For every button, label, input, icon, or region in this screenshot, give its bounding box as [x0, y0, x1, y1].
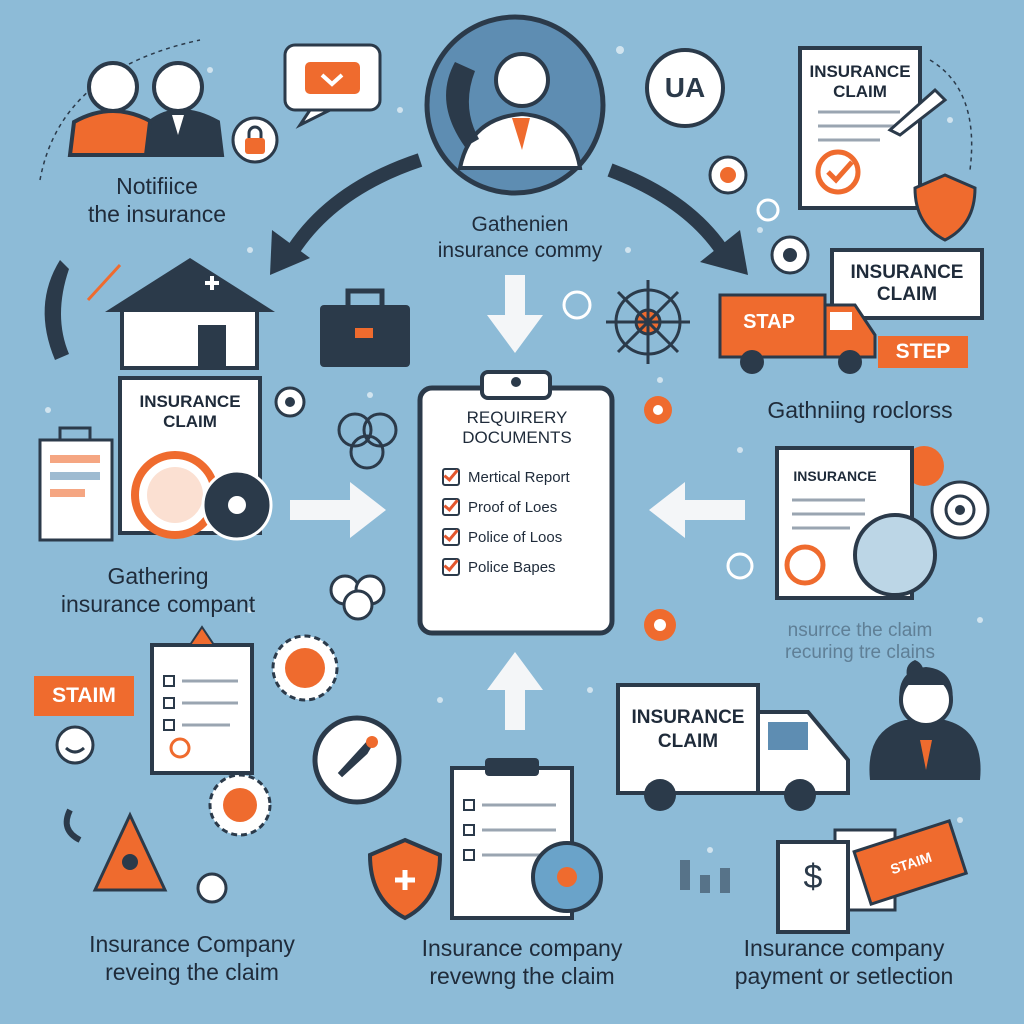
step-tag: STEP: [878, 336, 968, 368]
claim-card-left-line-1: INSURANCE: [139, 392, 241, 411]
step-gathering-left-line-2: insurance compant: [60, 591, 256, 617]
shield-plus-icon: [367, 837, 443, 921]
smiley-icon: [55, 725, 95, 765]
step-reviewing-center-line-1: Insurance company: [421, 935, 623, 961]
step-gathering-top-label: Gathenien insurance commy: [400, 212, 640, 264]
claim-card-right-mid-title: INSURANCE: [793, 468, 877, 484]
small-clock-icon: [562, 290, 592, 320]
gauge-icon: [312, 715, 402, 805]
step-gathering-left-label: Gathering insurance compant: [38, 562, 278, 618]
check-icon: [442, 528, 460, 546]
required-documents-list: Mertical Report Proof of Loes Police of …: [432, 462, 602, 582]
step-reviewing-center-line-2: revewng the claim: [429, 963, 615, 989]
house-icon: [105, 258, 275, 370]
claim-card-truck-line-2: CLAIM: [657, 731, 719, 752]
document-item: Mertical Report: [442, 462, 602, 492]
document-item-label: Mertical Report: [468, 468, 570, 486]
claim-card-right-line-2: CLAIM: [876, 284, 938, 305]
faded-caption-line-1: nsurrce the claim: [787, 620, 933, 641]
required-documents-title-line-1: REQUIRERY: [466, 408, 568, 427]
small-icons-left: [274, 386, 398, 621]
step-payment-line-1: Insurance company: [743, 935, 945, 961]
check-icon: [442, 498, 460, 516]
step-reviewing-left-line-2: reveing the claim: [105, 959, 279, 985]
step-gathering-top-line-2: insurance commy: [437, 239, 603, 262]
flow-arrow-top-left: [270, 153, 423, 275]
small-target-icon: [708, 155, 810, 275]
faded-caption: nsurrce the claim recuring tre clains: [740, 620, 980, 664]
claim-document-right: [775, 446, 937, 600]
people-icon: [67, 61, 225, 157]
step-notify-label: Notifiice the insurance: [62, 172, 252, 228]
briefcase-icon: [320, 288, 410, 367]
step-gathering-top-line-1: Gathenien: [471, 213, 569, 236]
check-icon: [442, 468, 460, 486]
claim-card-truck-title: INSURANCE CLAIM: [620, 706, 756, 754]
claim-card-right-line-1: INSURANCE: [850, 262, 964, 283]
document-item-label: Police Bapes: [468, 558, 556, 576]
dashed-connector: [929, 59, 973, 171]
document-item: Proof of Loes: [442, 492, 602, 522]
lock-badge-icon: [231, 116, 279, 164]
step-payment-line-2: payment or setlection: [734, 963, 954, 989]
delivery-truck-icon: [718, 293, 877, 374]
step-payment-label: Insurance company payment or setlection: [686, 934, 1002, 990]
claim-card-top-right-line-2: CLAIM: [833, 82, 887, 101]
document-item: Police of Loos: [442, 522, 602, 552]
stap-tag: STAP: [743, 311, 795, 333]
staim-tag: STAIM: [34, 676, 134, 716]
claim-document-left: [38, 376, 273, 542]
document-item-label: Police of Loos: [468, 528, 563, 546]
document-item-label: Proof of Loes: [468, 498, 558, 516]
wheel-icon: [606, 280, 690, 364]
required-documents-clipboard: [417, 370, 615, 636]
step-reviewing-left-label: Insurance Company reveing the claim: [42, 930, 342, 986]
claim-card-right-title: INSURANCE CLAIM: [832, 262, 982, 306]
checklist-clipboard-center: [450, 758, 603, 920]
check-icon: [442, 558, 460, 576]
claim-card-top-right-title: INSURANCE CLAIM: [805, 62, 915, 102]
phone-icon: [44, 260, 122, 360]
claim-card-left-line-2: CLAIM: [163, 412, 217, 431]
checklist-clipboard-left: [150, 625, 254, 775]
step-gathering-right-label: Gathniing roclorss: [767, 397, 953, 423]
claim-card-top-right-line-1: INSURANCE: [809, 62, 911, 81]
decorative-dots: [45, 46, 983, 853]
step-reviewing-center-label: Insurance company revewng the claim: [372, 934, 672, 990]
claim-card-left-title: INSURANCE CLAIM: [122, 392, 258, 432]
required-documents-title-line-2: DOCUMENTS: [462, 428, 572, 447]
chat-heart-icon: [283, 43, 382, 129]
dollar-icon: $: [803, 858, 823, 896]
claim-document-top-right: [798, 46, 948, 210]
step-reviewing-left-line-1: Insurance Company: [89, 931, 295, 957]
faded-caption-line-2: recuring tre clains: [785, 642, 935, 663]
agent-avatar-icon: [869, 660, 981, 780]
warning-cone-icon: [63, 808, 228, 904]
flow-arrow-top-right: [607, 163, 748, 275]
payment-documents-icon: [680, 818, 969, 934]
step-gathering-left-line-1: Gathering: [107, 563, 209, 589]
ua-seal-icon: [645, 48, 725, 128]
agent-phone-icon: [424, 14, 606, 196]
delivery-truck-bottom-icon: [616, 683, 850, 811]
document-item: Police Bapes: [442, 552, 602, 582]
required-documents-panel: REQUIRERY DOCUMENTS Mertical Report Proo…: [432, 408, 602, 582]
ua-seal-label: UA: [664, 72, 706, 103]
claim-card-truck-line-1: INSURANCE: [631, 707, 745, 728]
required-documents-title: REQUIRERY DOCUMENTS: [432, 408, 602, 448]
gear-badge-icon: [208, 634, 339, 837]
flow-arrows-to-documents: [290, 275, 745, 730]
shield-dollar-icon: [913, 173, 977, 242]
step-notify-line-1: Notifiice: [116, 173, 198, 199]
step-notify-line-2: the insurance: [87, 201, 227, 227]
